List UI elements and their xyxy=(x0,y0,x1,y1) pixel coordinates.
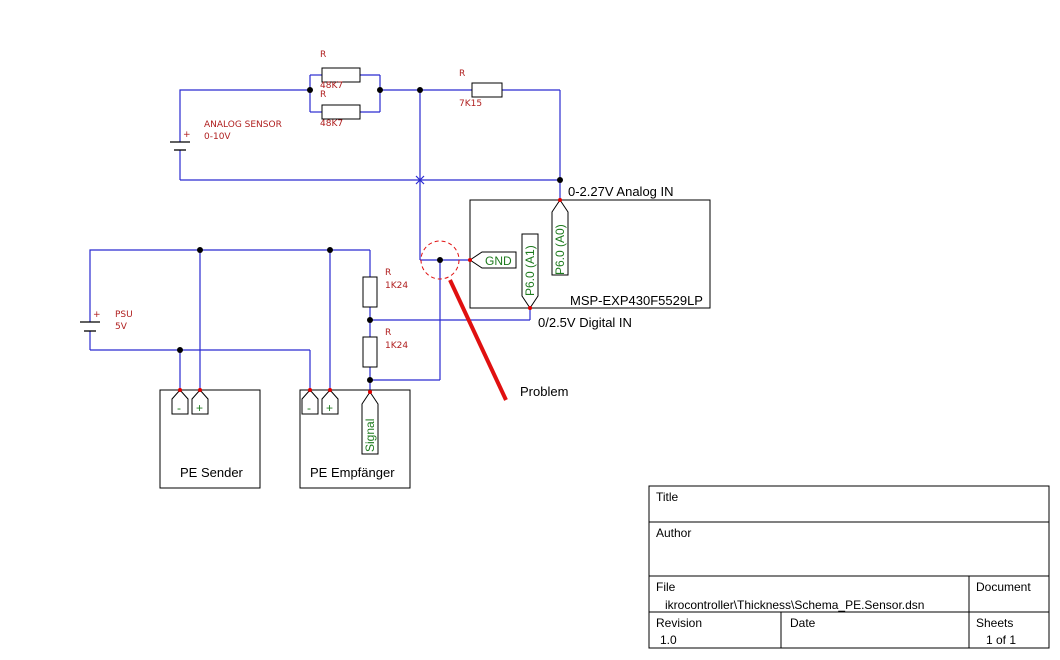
psu-source: + PSU 5V xyxy=(80,310,133,332)
svg-text:+: + xyxy=(326,401,333,415)
svg-text:0-10V: 0-10V xyxy=(204,132,231,142)
svg-text:1.0: 1.0 xyxy=(660,633,677,647)
svg-text:Signal: Signal xyxy=(363,419,377,452)
svg-text:Sheets: Sheets xyxy=(976,616,1013,630)
svg-text:ANALOG SENSOR: ANALOG SENSOR xyxy=(204,120,282,130)
svg-text:R: R xyxy=(320,50,326,60)
resistor-r5: R 1K24 xyxy=(362,328,408,368)
a1-port xyxy=(521,233,539,309)
analog-in-label: 0-2.27V Analog IN xyxy=(568,184,674,199)
mcu-name: MSP-EXP430F5529LP xyxy=(570,293,703,308)
svg-text:48K7: 48K7 xyxy=(320,81,343,91)
svg-text:R: R xyxy=(385,268,391,278)
svg-text:P6.0 (A0): P6.0 (A0) xyxy=(553,224,567,275)
resistor-r4: R 1K24 xyxy=(362,268,408,308)
svg-text:R: R xyxy=(385,328,391,338)
problem-label: Problem xyxy=(520,384,568,399)
svg-text:1K24: 1K24 xyxy=(385,341,408,351)
pe-sender-label: PE Sender xyxy=(180,465,244,480)
plus-sign: + xyxy=(93,310,101,320)
svg-text:Revision: Revision xyxy=(656,616,702,630)
svg-text:7K15: 7K15 xyxy=(459,99,482,109)
svg-text:Document: Document xyxy=(976,580,1031,594)
resistor-r2: R 48K7 xyxy=(320,90,361,129)
svg-text:5V: 5V xyxy=(115,322,128,332)
svg-text:1K24: 1K24 xyxy=(385,281,408,291)
svg-text:-: - xyxy=(177,401,181,415)
svg-text:Author: Author xyxy=(656,526,691,540)
junctions xyxy=(177,87,563,383)
svg-text:R: R xyxy=(459,69,465,79)
resistor-r1: R 48K7 xyxy=(320,50,361,91)
wires xyxy=(89,74,561,392)
svg-text:Date: Date xyxy=(790,616,816,630)
svg-text:+: + xyxy=(196,401,203,415)
pe-receiver-block: - + Signal PE Empfänger xyxy=(299,388,411,489)
resistor-r3: R 7K15 xyxy=(459,69,503,109)
gnd-port xyxy=(469,251,517,269)
mcu-block: 0-2.27V Analog IN MSP-EXP430F5529LP 0/2.… xyxy=(468,184,711,330)
pe-sender-block: - + PE Sender xyxy=(159,388,261,489)
a0-port xyxy=(551,199,569,276)
svg-text:ikrocontroller\Thickness\Schem: ikrocontroller\Thickness\Schema_PE.Senso… xyxy=(665,598,924,612)
svg-text:48K7: 48K7 xyxy=(320,119,343,129)
svg-text:Title: Title xyxy=(656,490,679,504)
title-block: Title Author File ikrocontroller\Thickne… xyxy=(648,485,1050,649)
analog-sensor-source: + ANALOG SENSOR 0-10V xyxy=(170,120,282,151)
problem-annotation: Problem xyxy=(420,240,568,401)
svg-text:GND: GND xyxy=(485,254,512,268)
svg-text:P6.0 (A1): P6.0 (A1) xyxy=(523,245,537,296)
plus-sign: + xyxy=(183,130,191,140)
svg-text:R: R xyxy=(320,90,326,100)
svg-text:1 of 1: 1 of 1 xyxy=(986,633,1016,647)
svg-text:-: - xyxy=(307,401,311,415)
pe-receiver-label: PE Empfänger xyxy=(310,465,395,480)
svg-text:PSU: PSU xyxy=(115,310,133,320)
svg-text:File: File xyxy=(656,580,676,594)
digital-in-label: 0/2.5V Digital IN xyxy=(538,315,632,330)
